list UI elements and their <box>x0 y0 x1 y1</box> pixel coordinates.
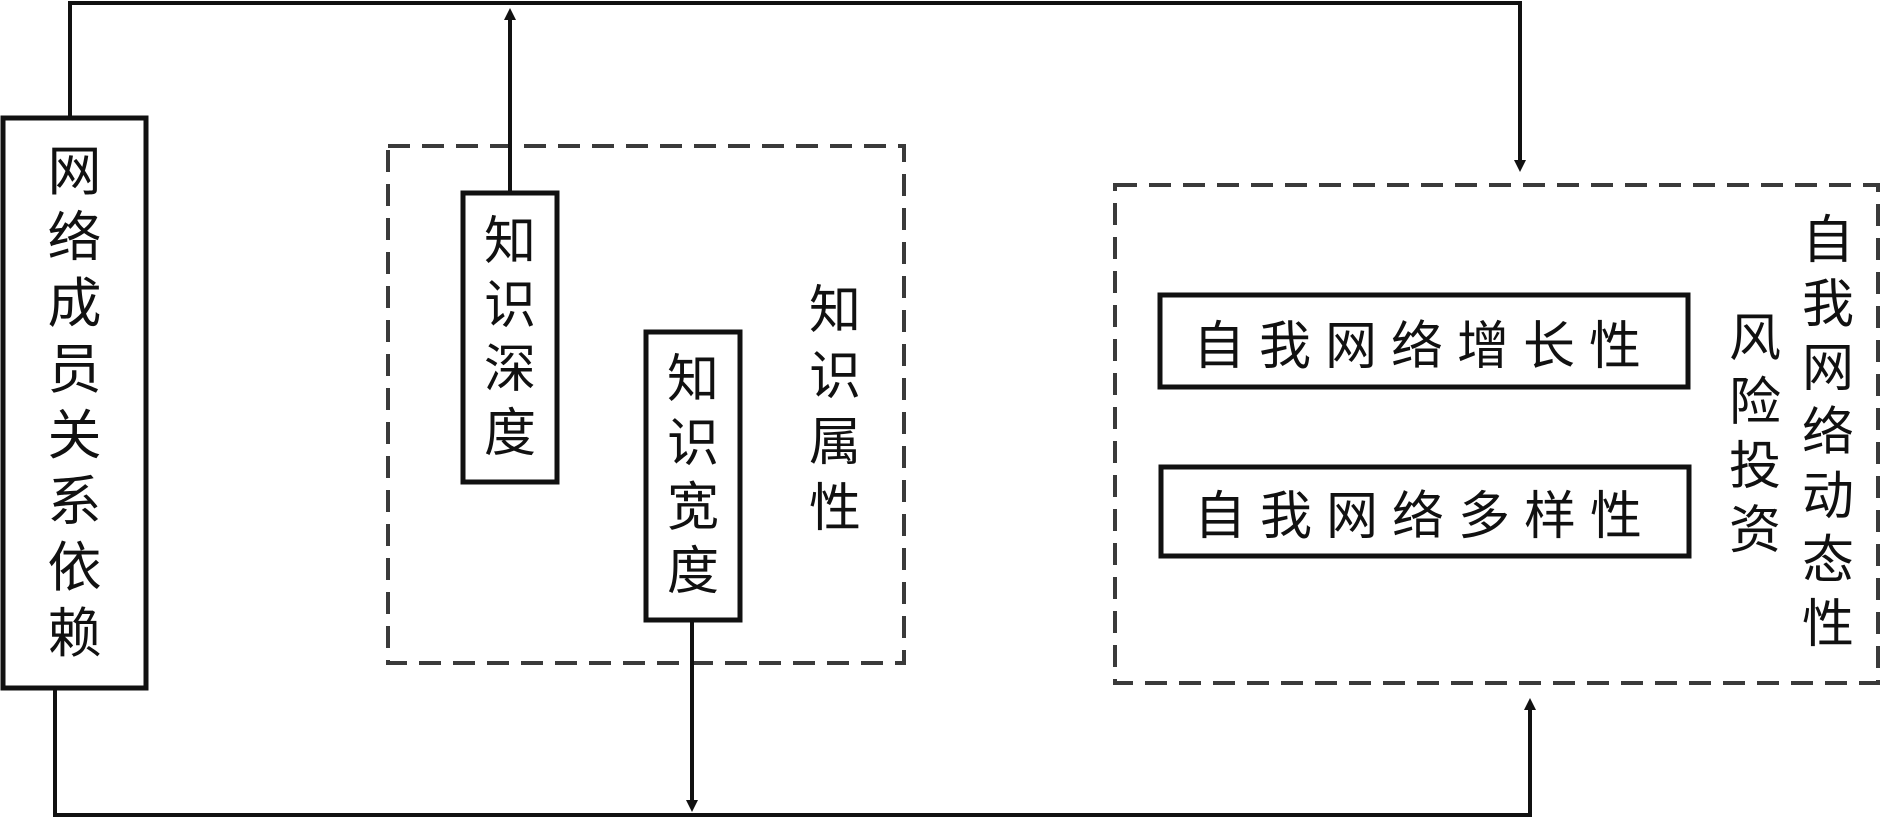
egonet-diversity-box <box>1158 464 1692 559</box>
egonet-diversity-label: 自我网络多样性 <box>1193 487 1656 547</box>
label-char: 度 <box>483 403 536 464</box>
label-char: 性 <box>808 479 861 539</box>
label-char: 网 <box>1801 339 1854 399</box>
label-char: 依 <box>47 536 102 599</box>
label-char: 性 <box>1801 595 1854 655</box>
knowledge-depth-box <box>460 190 560 485</box>
label-char: 动 <box>1801 467 1854 527</box>
egonet-dynamics-group <box>1113 183 1880 685</box>
network-dependency-label: 网络成员关系依赖 <box>3 118 146 688</box>
label-char: 网 <box>47 140 102 203</box>
top-connector-line <box>68 1 1522 160</box>
label-char: 资 <box>1728 501 1781 561</box>
bottom-connector-line <box>53 690 1532 817</box>
label-char: 员 <box>47 338 102 401</box>
label-char: 识 <box>483 275 536 336</box>
label-char: 识 <box>666 414 719 474</box>
egonet-growth-box <box>1157 292 1691 390</box>
label-char: 系 <box>47 470 102 533</box>
label-char: 态 <box>1801 531 1854 591</box>
egonet-dynamics-label: 自我网络动态性 <box>1790 208 1866 658</box>
label-char: 知 <box>666 350 719 410</box>
label-char: 投 <box>1728 437 1781 497</box>
label-char: 赖 <box>47 602 102 665</box>
label-char: 度 <box>666 542 719 602</box>
knowledge-breadth-box <box>643 329 743 623</box>
label-char: 成 <box>47 272 102 335</box>
risk-investment-label: 风险投资 <box>1720 305 1790 565</box>
label-char: 关 <box>47 404 102 467</box>
label-char: 自 <box>1801 211 1854 271</box>
label-char: 知 <box>483 211 536 272</box>
knowledge-breadth-label: 知识宽度 <box>646 332 740 620</box>
knowledge-attributes-group <box>386 144 906 665</box>
knowledge-attributes-label: 知识属性 <box>800 275 870 545</box>
knowledge-depth-label: 知识深度 <box>463 193 557 482</box>
label-char: 风 <box>1728 309 1781 369</box>
egonet-growth-label: 自我网络增长性 <box>1192 316 1655 377</box>
label-char: 络 <box>1801 403 1854 463</box>
label-char: 络 <box>47 206 102 269</box>
label-char: 属 <box>808 413 861 473</box>
label-char: 我 <box>1801 275 1854 335</box>
label-char: 识 <box>808 347 861 407</box>
label-char: 深 <box>483 339 536 400</box>
label-char: 宽 <box>666 478 719 538</box>
label-char: 险 <box>1728 373 1781 433</box>
network-dependency-box <box>0 115 149 691</box>
label-char: 知 <box>808 281 861 341</box>
